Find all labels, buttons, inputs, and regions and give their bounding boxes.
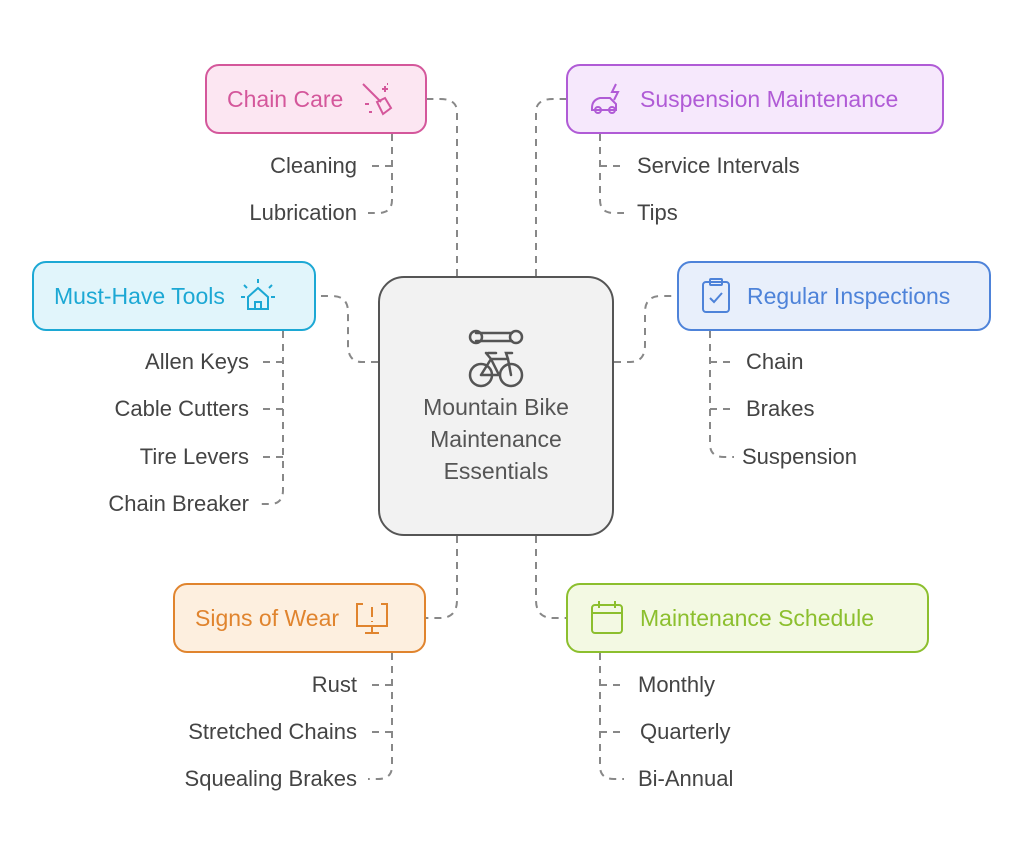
branch-signs-of-wear[interactable]: Signs of Wear bbox=[173, 583, 426, 653]
list-item: Tire Levers bbox=[139, 444, 249, 469]
branch-chain-care[interactable]: Chain Care bbox=[205, 64, 427, 134]
list-item: Suspension bbox=[742, 444, 857, 469]
list-item: Service Intervals bbox=[637, 153, 800, 178]
branch-maintenance-schedule[interactable]: Maintenance Schedule bbox=[566, 583, 929, 653]
branch-regular-inspections[interactable]: Regular Inspections bbox=[677, 261, 991, 331]
shock-car-icon bbox=[591, 83, 620, 114]
branch-label: Chain Care bbox=[227, 85, 344, 112]
branch-label: Must-Have Tools bbox=[54, 282, 225, 309]
wrench-bike-icon bbox=[468, 329, 524, 388]
list-item: Tips bbox=[637, 200, 678, 225]
branch-suspension-maintenance[interactable]: Suspension Maintenance bbox=[566, 64, 944, 134]
list-item: Quarterly bbox=[640, 719, 731, 744]
list-item: Stretched Chains bbox=[188, 719, 357, 744]
branch-label: Maintenance Schedule bbox=[640, 604, 874, 631]
house-light-icon bbox=[240, 279, 275, 310]
branch-label: Signs of Wear bbox=[195, 604, 340, 631]
branch-label: Regular Inspections bbox=[747, 282, 951, 309]
list-item: Lubrication bbox=[249, 200, 357, 225]
list-item: Chain Breaker bbox=[108, 491, 249, 516]
list-item: Allen Keys bbox=[145, 349, 249, 374]
list-item: Cleaning bbox=[270, 153, 357, 178]
list-item: Rust bbox=[311, 672, 357, 697]
list-item: Brakes bbox=[746, 396, 815, 421]
list-item: Chain bbox=[746, 349, 804, 374]
monitor-alert-icon bbox=[356, 603, 389, 634]
branch-label: Suspension Maintenance bbox=[640, 85, 899, 112]
clipboard-check-icon bbox=[702, 278, 730, 313]
list-item: Monthly bbox=[638, 672, 716, 697]
broom-sparkle-icon bbox=[362, 83, 393, 116]
list-item: Bi-Annual bbox=[638, 766, 734, 791]
branch-must-have-tools[interactable]: Must-Have Tools bbox=[32, 261, 316, 331]
central-topic: Mountain Bike Maintenance Essentials bbox=[378, 276, 614, 536]
list-item: Squealing Brakes bbox=[184, 766, 357, 791]
list-item: Cable Cutters bbox=[114, 396, 249, 421]
calendar-icon bbox=[591, 601, 623, 634]
central-title: Mountain Bike Maintenance Essentials bbox=[423, 394, 569, 484]
